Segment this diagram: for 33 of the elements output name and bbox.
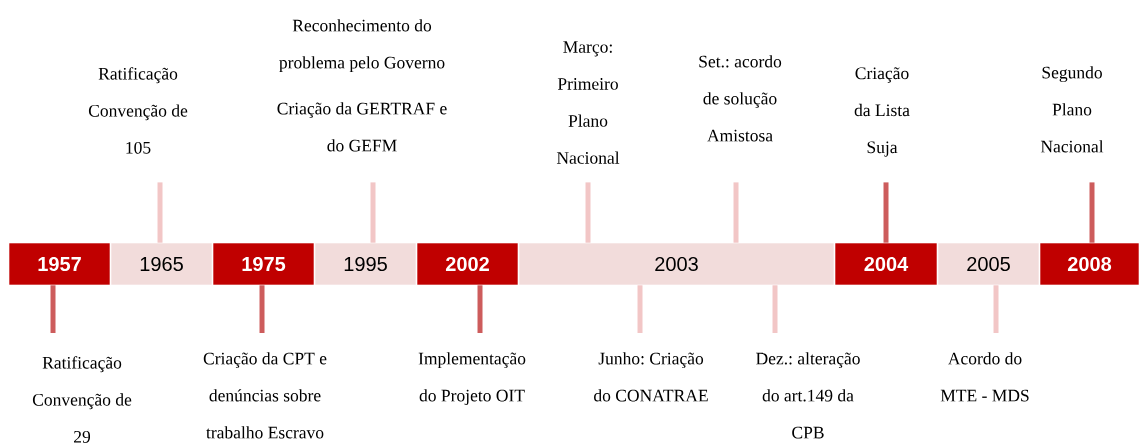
year-box: 1975 — [212, 242, 315, 286]
event-label: Ratificação Convenção de 105 — [88, 67, 188, 154]
event-label: Implementação do Projeto OIT — [418, 352, 526, 406]
year-box: 1965 — [110, 242, 213, 286]
event-label: Segundo Plano Nacional — [1040, 66, 1104, 153]
timeline-tick — [477, 285, 483, 333]
event-label: Criação da Lista Suja — [854, 67, 910, 157]
year-box: 2002 — [416, 242, 519, 286]
year-box: 2005 — [937, 242, 1040, 286]
year-box: 1995 — [314, 242, 417, 286]
event-label: Acordo do MTE - MDS — [940, 352, 1029, 402]
timeline-tick — [883, 182, 889, 243]
timeline-tick — [259, 285, 265, 333]
timeline-tick — [993, 285, 999, 333]
timeline-tick — [772, 285, 778, 333]
event-label: Junho: Criação do CONATRAE — [594, 352, 708, 402]
year-box: 2003 — [518, 242, 835, 286]
event-label: Set.: acordo de solução Amistosa — [699, 55, 782, 142]
timeline-tick — [50, 285, 56, 333]
event-label: Criação da CPT e denúncias sobre trabalho Escravo — [203, 352, 327, 439]
timeline-tick — [733, 182, 739, 243]
timeline-tick — [157, 182, 163, 243]
year-box: 2008 — [1039, 242, 1139, 286]
event-label: Dez.: alteração do art.149 da CPB — [756, 352, 860, 439]
event-label: Reconhecimento do problema pelo Governo Criação da GERTRAF e do GEFM — [277, 19, 447, 152]
year-box: 1957 — [8, 242, 111, 286]
timeline-tick — [585, 182, 591, 243]
event-label: Março: Primeiro Plano Nacional — [556, 41, 620, 164]
timeline-tick — [370, 182, 376, 243]
year-box: 2004 — [834, 242, 938, 286]
timeline-tick — [637, 285, 643, 333]
event-label: Ratificação Convenção de 29 — [32, 356, 132, 443]
timeline-tick — [1089, 182, 1095, 243]
